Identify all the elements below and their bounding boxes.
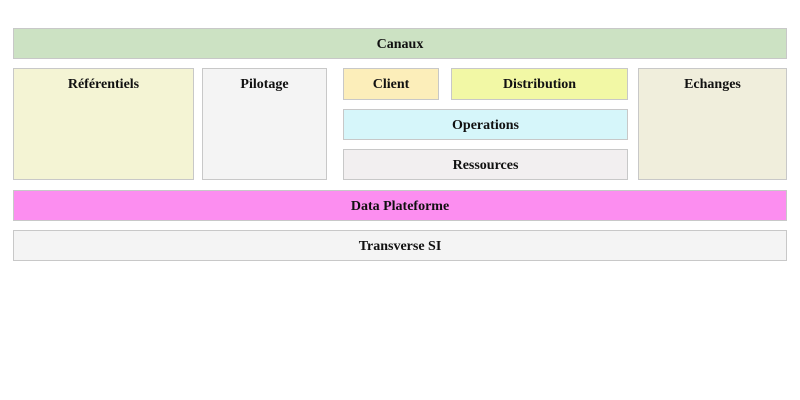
block-ressources[interactable]: Ressources [343,149,628,180]
block-pilotage[interactable]: Pilotage [202,68,327,180]
center-top-row: Client Distribution [343,68,628,100]
block-operations[interactable]: Operations [343,109,628,140]
center-column: Client Distribution Operations Ressource… [343,68,628,180]
block-transverse-si[interactable]: Transverse SI [13,230,787,261]
block-distribution[interactable]: Distribution [451,68,628,100]
middle-row: Référentiels Pilotage Client Distributio… [13,68,787,180]
block-client[interactable]: Client [343,68,439,100]
spacer [439,68,451,100]
architecture-diagram: Canaux Référentiels Pilotage Client Dist… [13,28,787,261]
block-echanges[interactable]: Echanges [638,68,787,180]
canaux-row: Canaux [13,28,787,59]
block-referentiels[interactable]: Référentiels [13,68,194,180]
block-data-plateforme[interactable]: Data Plateforme [13,190,787,221]
block-canaux[interactable]: Canaux [13,28,787,59]
